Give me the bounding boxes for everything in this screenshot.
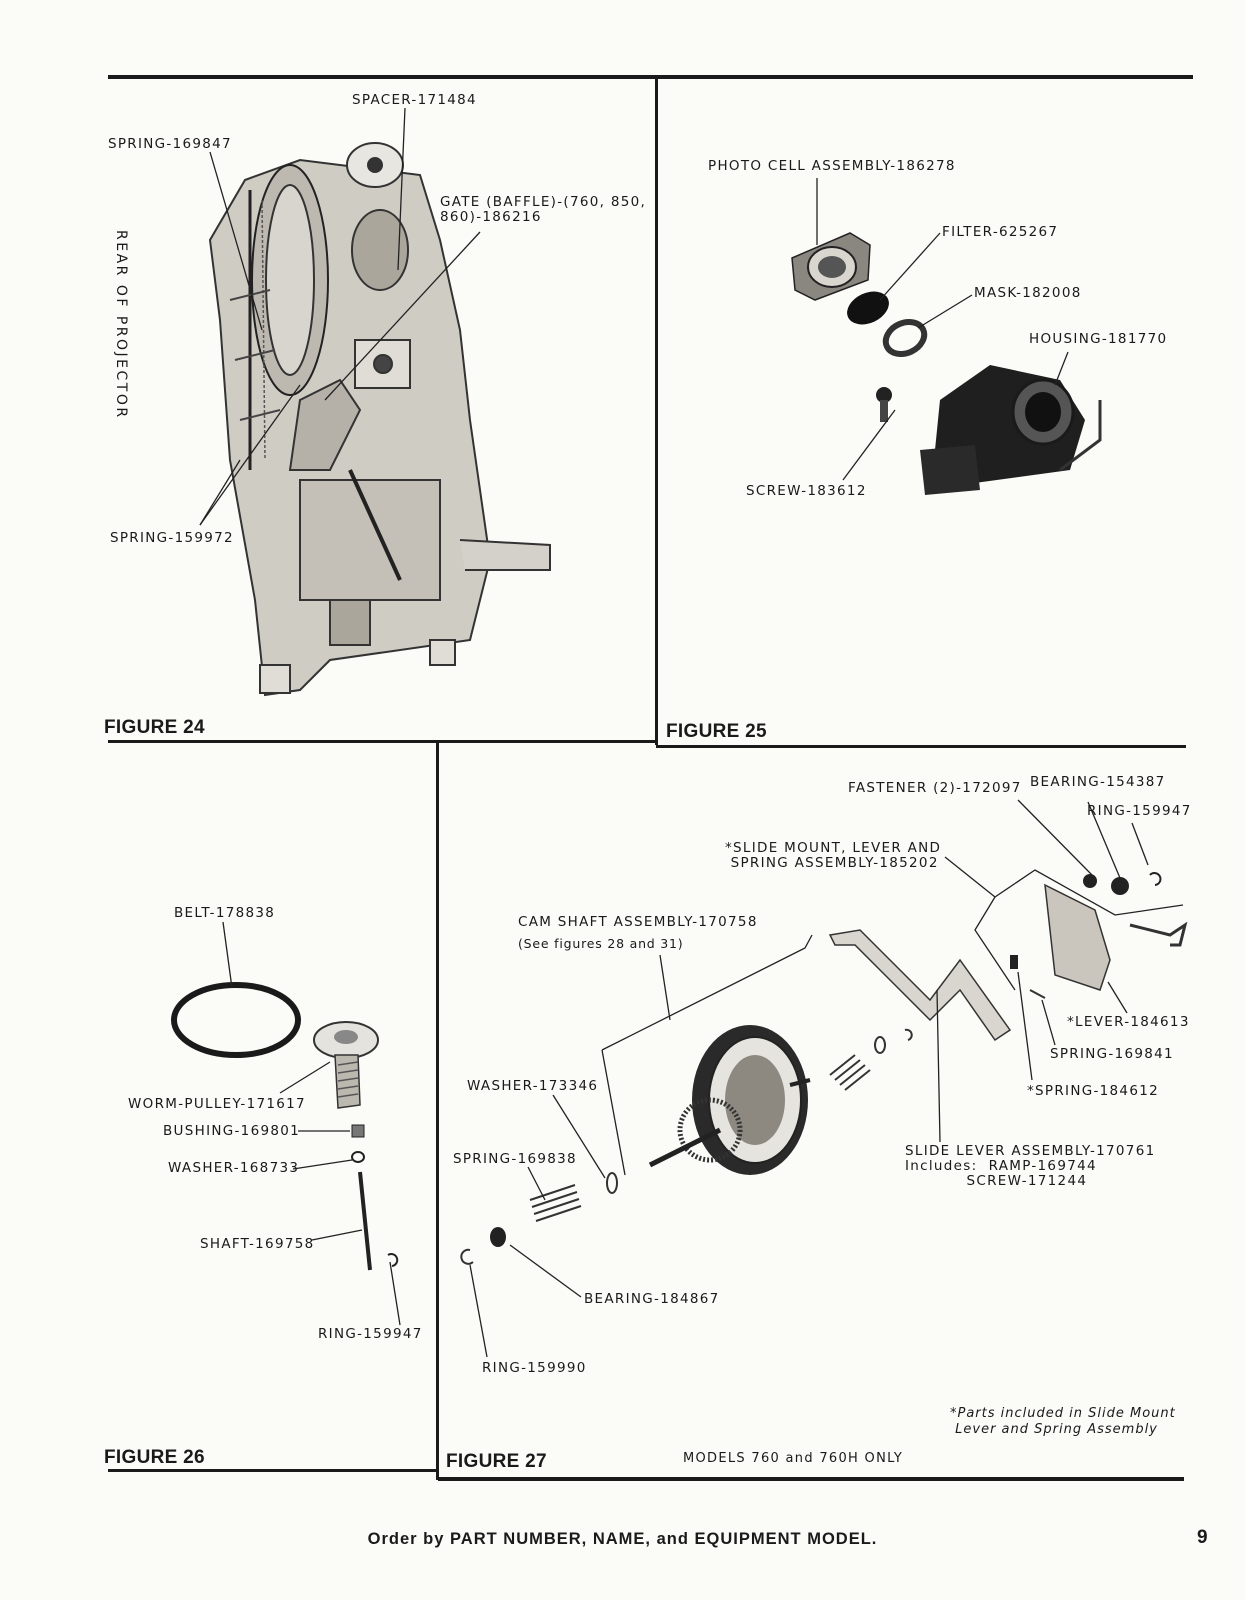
label-washer-168733: WASHER-168733 [168,1160,300,1176]
label-fastener: FASTENER (2)-172097 [848,780,1022,796]
slide-mount-note: *Parts included in Slide Mount Lever and… [950,1406,1176,1437]
photocell-parts-illustration [791,232,1102,495]
label-bearing-184867: BEARING-184867 [584,1291,720,1307]
label-ring-159990: RING-159990 [482,1360,587,1376]
order-instructions: Order by PART NUMBER, NAME, and EQUIPMEN… [367,1530,878,1548]
label-spring-159972: SPRING-159972 [110,530,234,546]
projector-mechanism-illustration [208,142,551,697]
cam-shaft-parts-illustration [460,872,1188,1265]
worm-pulley-parts-illustration [171,982,399,1271]
figure-24-caption: FIGURE 24 [104,717,205,738]
label-housing: HOUSING-181770 [1029,331,1168,347]
figure-26-caption: FIGURE 26 [104,1447,205,1468]
label-spring-184612: *SPRING-184612 [1027,1083,1159,1099]
label-cam-shaft-see-figures: (See figures 28 and 31) [518,936,684,951]
middle-rule-left [108,740,656,743]
label-ring-159947-fig26: RING-159947 [318,1326,423,1342]
bottom-rule-left [108,1469,438,1472]
label-mask: MASK-182008 [974,285,1082,301]
label-spring-169847: SPRING-169847 [108,136,232,152]
label-spacer: SPACER-171484 [352,92,477,108]
page-number: 9 [1197,1527,1208,1548]
middle-rule-right [656,745,1186,748]
models-note: MODELS 760 and 760H ONLY [683,1451,904,1466]
label-ring-159947-fig27: RING-159947 [1087,803,1192,819]
label-shaft: SHAFT-169758 [200,1236,315,1252]
label-cam-shaft-assembly: CAM SHAFT ASSEMBLY-170758 [518,914,758,930]
label-slide-lever-assembly: SLIDE LEVER ASSEMBLY-170761 Includes: RA… [905,1143,1156,1189]
label-worm-pulley: WORM-PULLEY-171617 [128,1096,306,1112]
label-spring-169841: SPRING-169841 [1050,1046,1174,1062]
label-screw: SCREW-183612 [746,483,867,499]
figure-27-caption: FIGURE 27 [446,1451,547,1472]
label-spring-169838: SPRING-169838 [453,1151,577,1167]
label-photocell-assembly: PHOTO CELL ASSEMBLY-186278 [708,158,956,174]
bottom-rule-right [438,1477,1184,1481]
label-washer-173346: WASHER-173346 [467,1078,599,1094]
divider-bottom-vertical [436,743,439,1480]
top-rule [108,75,1193,79]
rear-of-projector-label: REAR OF PROJECTOR [113,230,129,420]
label-filter: FILTER-625267 [942,224,1059,240]
label-gate-baffle: GATE (BAFFLE)-(760, 850, 860)-186216 [440,194,647,225]
label-lever-184613: *LEVER-184613 [1067,1014,1190,1030]
label-slide-mount-assembly: *SLIDE MOUNT, LEVER AND SPRING ASSEMBLY-… [725,840,942,871]
figure-25-caption: FIGURE 25 [666,721,767,742]
divider-top-vertical [655,75,658,745]
label-belt: BELT-178838 [174,905,276,921]
label-bearing-154387: BEARING-154387 [1030,774,1166,790]
label-bushing: BUSHING-169801 [163,1123,301,1139]
